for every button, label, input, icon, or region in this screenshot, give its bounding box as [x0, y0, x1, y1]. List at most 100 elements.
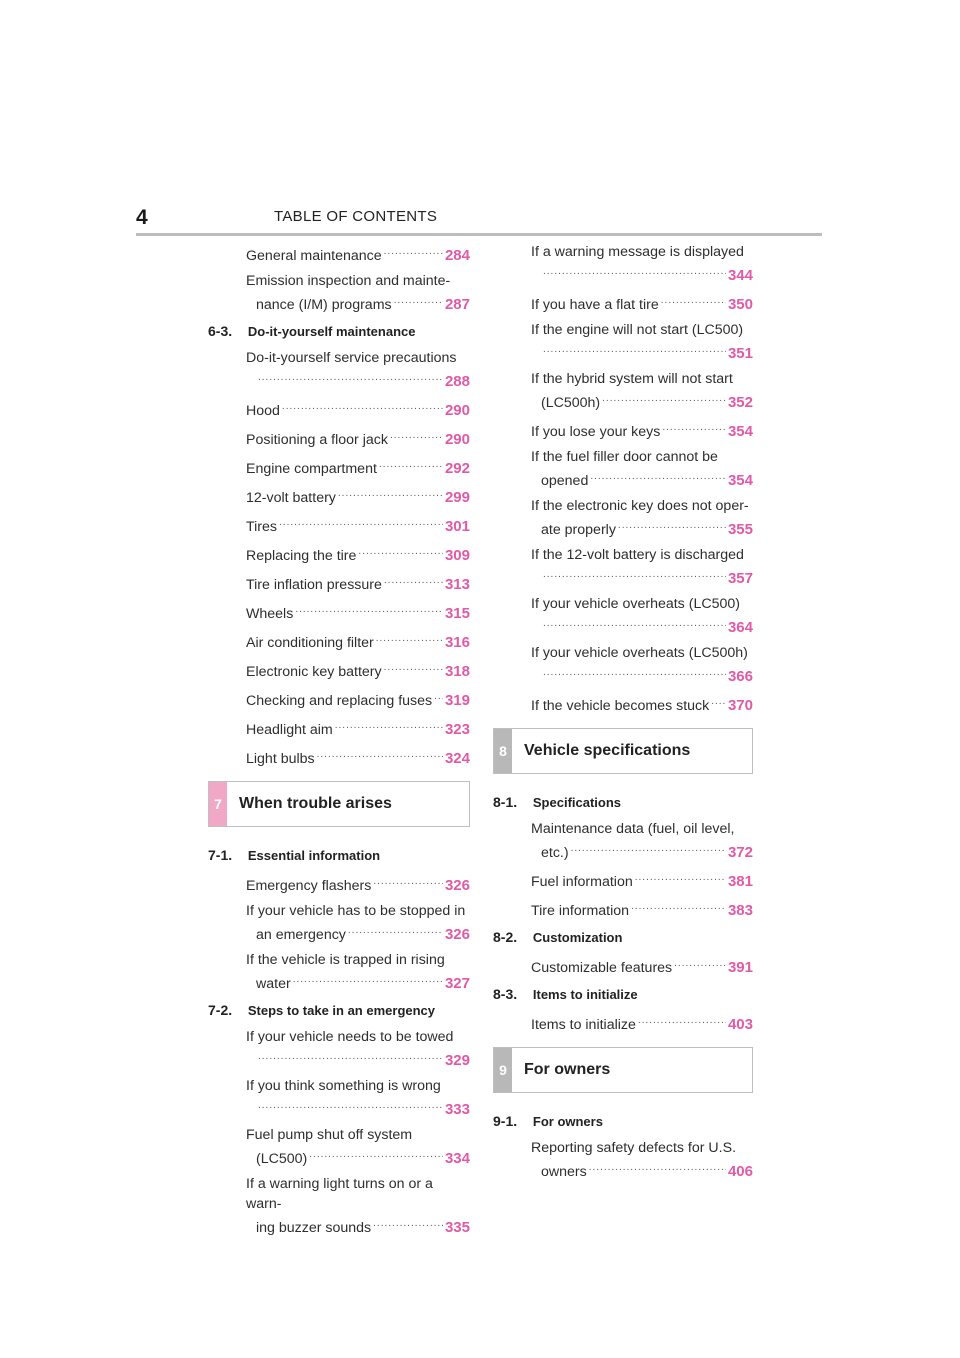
toc-page-number[interactable]: 383 — [727, 902, 753, 919]
toc-page-number[interactable]: 350 — [727, 296, 753, 313]
toc-entry[interactable]: If you have a flat tire350 — [493, 291, 753, 315]
toc-page-number[interactable]: 323 — [444, 721, 470, 738]
toc-page-number[interactable]: 292 — [444, 460, 470, 477]
page-number: 4 — [136, 206, 148, 229]
toc-entry[interactable]: If the vehicle becomes stuck370 — [493, 692, 753, 716]
dot-leader — [638, 1011, 726, 1031]
toc-page-number[interactable]: 351 — [727, 345, 753, 362]
toc-page-number[interactable]: 403 — [727, 1016, 753, 1033]
toc-entry[interactable]: Maintenance data (fuel, oil level,etc.)3… — [493, 819, 753, 863]
toc-page-number[interactable]: 381 — [727, 873, 753, 890]
toc-entry-text: Maintenance data (fuel, oil level, — [531, 821, 735, 837]
toc-entry[interactable]: Replacing the tire309 — [208, 542, 470, 566]
toc-entry[interactable]: Fuel pump shut off system(LC500)334 — [208, 1125, 470, 1169]
toc-entry[interactable]: If the hybrid system will not start(LC50… — [493, 369, 753, 413]
toc-entry-text-continued: nance (I/M) programs — [256, 297, 392, 313]
toc-entry[interactable]: If the engine will not start (LC500)351 — [493, 320, 753, 364]
right-column: If a warning message is displayed344 If y… — [493, 242, 753, 1187]
toc-entry[interactable]: Do-it-yourself service precautions288 — [208, 348, 470, 392]
toc-entry[interactable]: Light bulbs324 — [208, 745, 470, 769]
toc-entry[interactable]: If your vehicle overheats (LC500h)366 — [493, 643, 753, 687]
toc-page-number[interactable]: 352 — [727, 394, 753, 411]
toc-entry[interactable]: If you think something is wrong333 — [208, 1076, 470, 1120]
toc-entry[interactable]: Engine compartment 292 — [208, 455, 470, 479]
toc-page-number[interactable]: 315 — [444, 605, 470, 622]
toc-entry[interactable]: Items to initialize 403 — [493, 1011, 753, 1035]
toc-entry[interactable]: Reporting safety defects for U.S.owners4… — [493, 1138, 753, 1182]
toc-page-number[interactable]: 354 — [727, 472, 753, 489]
toc-entry[interactable]: 12-volt battery299 — [208, 484, 470, 508]
toc-entry[interactable]: Emergency flashers326 — [208, 872, 470, 896]
toc-entry[interactable]: If a warning message is displayed344 — [493, 242, 753, 286]
toc-page-number[interactable]: 354 — [727, 423, 753, 440]
toc-entry[interactable]: Emission inspection and mainte-nance (I/… — [208, 271, 470, 315]
toc-page-number[interactable]: 366 — [727, 668, 753, 685]
toc-page-number[interactable]: 391 — [727, 959, 753, 976]
toc-entry[interactable]: Wheels315 — [208, 600, 470, 624]
toc-page-number[interactable]: 335 — [444, 1219, 470, 1236]
toc-entry[interactable]: Customizable features391 — [493, 954, 753, 978]
toc-page-number[interactable]: 290 — [444, 402, 470, 419]
toc-page-number[interactable]: 324 — [444, 750, 470, 767]
toc-page-number[interactable]: 316 — [444, 634, 470, 651]
toc-entry[interactable]: If a warning light turns on or a warn-in… — [208, 1174, 470, 1238]
toc-entry[interactable]: Positioning a floor jack290 — [208, 426, 470, 450]
toc-entry[interactable]: If the 12-volt battery is discharged357 — [493, 545, 753, 589]
toc-page-number[interactable]: 313 — [444, 576, 470, 593]
toc-entry[interactable]: Checking and replacing fuses319 — [208, 687, 470, 711]
section-title: Do-it-yourself maintenance — [247, 324, 416, 339]
toc-page-number[interactable]: 372 — [727, 844, 753, 861]
toc-entry[interactable]: Hood290 — [208, 397, 470, 421]
chapter-7-box[interactable]: 7 When trouble arises — [208, 781, 470, 827]
toc-page-number[interactable]: 364 — [727, 619, 753, 636]
toc-group: Do-it-yourself service precautions288Hoo… — [208, 348, 470, 769]
toc-page-number[interactable]: 301 — [444, 518, 470, 535]
toc-entry[interactable]: If your vehicle overheats (LC500)364 — [493, 594, 753, 638]
toc-entry[interactable]: If you lose your keys354 — [493, 418, 753, 442]
toc-page-number[interactable]: 355 — [727, 521, 753, 538]
toc-page-number[interactable]: 284 — [444, 247, 470, 264]
toc-entry[interactable]: If the electronic key does not oper-ate … — [493, 496, 753, 540]
dot-leader — [390, 426, 443, 446]
toc-entry[interactable]: Fuel information381 — [493, 868, 753, 892]
toc-page-number[interactable]: 406 — [727, 1163, 753, 1180]
section-title: Specifications — [532, 795, 622, 810]
section-number: 8-2. — [493, 929, 518, 945]
chapter-8-box[interactable]: 8 Vehicle specifications — [493, 728, 753, 774]
toc-page-number[interactable]: 288 — [444, 373, 470, 390]
toc-entry[interactable]: General maintenance284 — [208, 242, 470, 266]
toc-entry-text: Engine compartment — [246, 461, 377, 477]
toc-page-number[interactable]: 326 — [444, 926, 470, 943]
dot-leader — [661, 291, 726, 311]
toc-page-number[interactable]: 319 — [444, 692, 470, 709]
toc-entry-text: Items to initialize — [531, 1017, 636, 1033]
toc-entry[interactable]: Headlight aim323 — [208, 716, 470, 740]
dot-leader — [373, 1214, 443, 1234]
toc-entry[interactable]: Electronic key battery318 — [208, 658, 470, 682]
toc-entry[interactable]: If the fuel filler door cannot beopened3… — [493, 447, 753, 491]
toc-entry[interactable]: Tires301 — [208, 513, 470, 537]
toc-page-number[interactable]: 290 — [444, 431, 470, 448]
toc-entry[interactable]: Tire information383 — [493, 897, 753, 921]
toc-page-number[interactable]: 344 — [727, 267, 753, 284]
toc-entry[interactable]: Air conditioning filter316 — [208, 629, 470, 653]
toc-page-number[interactable]: 370 — [727, 697, 753, 714]
toc-entry-text-continued: ing buzzer sounds — [256, 1220, 372, 1236]
toc-page-number[interactable]: 318 — [444, 663, 470, 680]
toc-page-number[interactable]: 333 — [444, 1101, 470, 1118]
toc-page-number[interactable]: 327 — [444, 975, 470, 992]
toc-page-number[interactable]: 299 — [444, 489, 470, 506]
chapter-9-box[interactable]: 9 For owners — [493, 1047, 753, 1093]
chapter-title: When trouble arises — [239, 795, 392, 812]
dot-leader — [348, 921, 443, 941]
toc-page-number[interactable]: 287 — [444, 296, 470, 313]
toc-entry[interactable]: If your vehicle needs to be towed329 — [208, 1027, 470, 1071]
toc-page-number[interactable]: 309 — [444, 547, 470, 564]
toc-page-number[interactable]: 334 — [444, 1150, 470, 1167]
toc-entry[interactable]: Tire inflation pressure313 — [208, 571, 470, 595]
toc-page-number[interactable]: 329 — [444, 1052, 470, 1069]
toc-page-number[interactable]: 326 — [444, 877, 470, 894]
toc-page-number[interactable]: 357 — [727, 570, 753, 587]
